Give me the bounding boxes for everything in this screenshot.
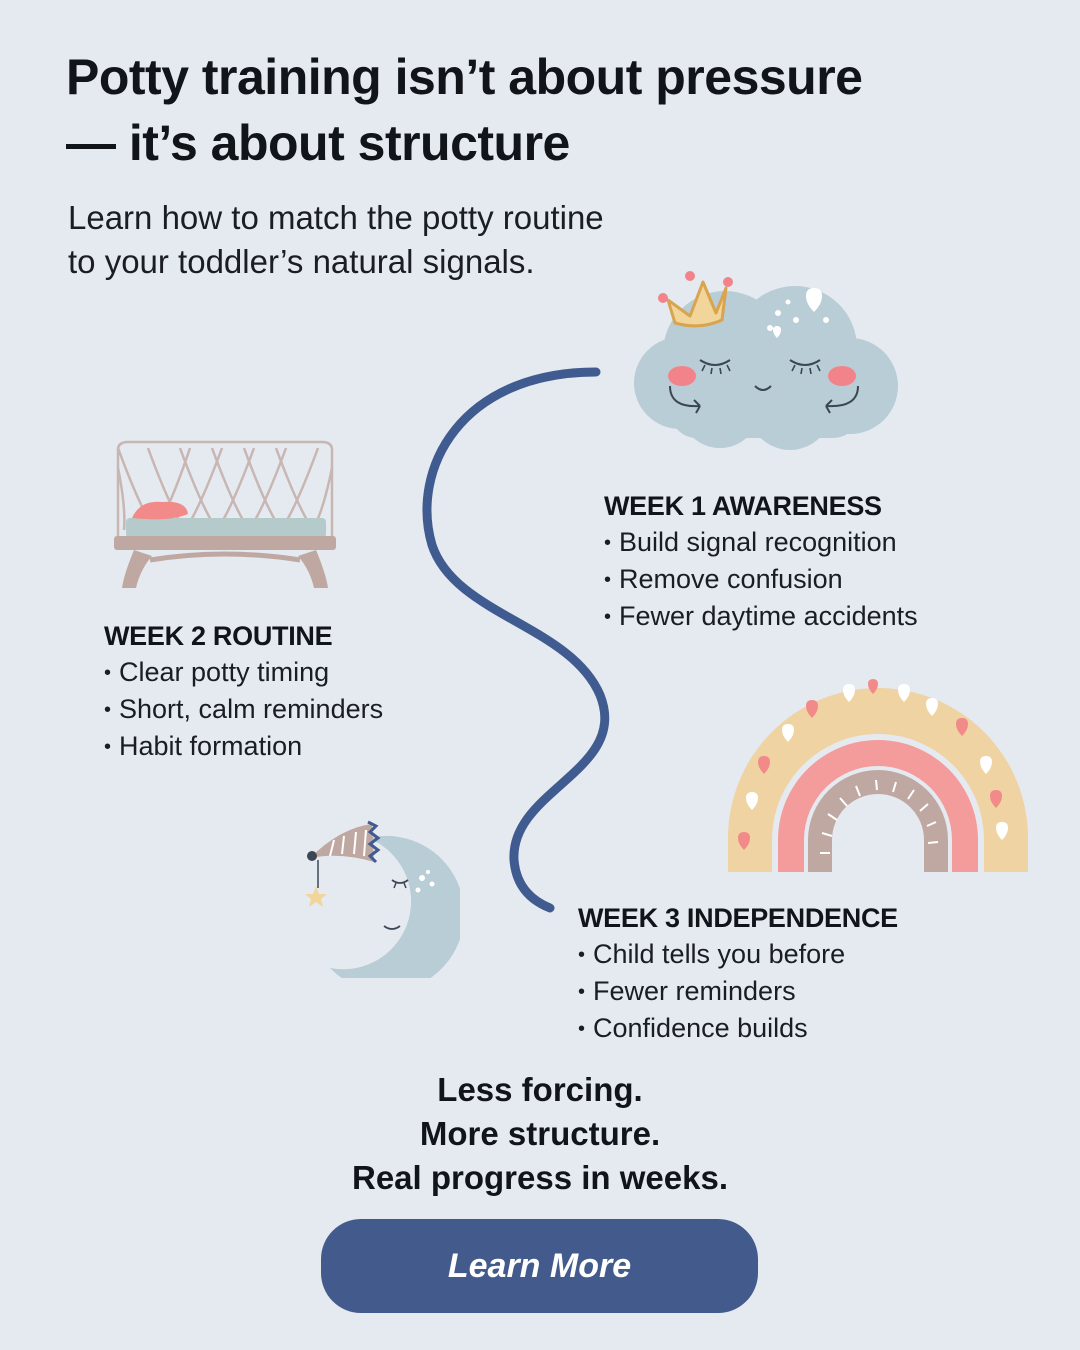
list-item: Build signal recognition (604, 524, 1024, 561)
list-item: Fewer daytime accidents (604, 598, 1024, 635)
week-1-list: Build signal recognition Remove confusio… (604, 524, 1024, 635)
tagline-line-2: More structure. (419, 1115, 661, 1152)
week-3-section: WEEK 3 INDEPENDENCE Child tells you befo… (578, 900, 998, 1047)
page-title-line-2: — it’s about structure (66, 115, 570, 171)
tagline-line-3: Real progress in weeks. (351, 1159, 728, 1196)
week-2-list: Clear potty timing Short, calm reminders… (104, 654, 524, 765)
week-3-title: WEEK 3 INDEPENDENCE (578, 903, 898, 933)
list-item: Confidence builds (578, 1010, 998, 1047)
list-item: Habit formation (104, 728, 524, 765)
subtitle-line-1: Learn how to match the potty routine (68, 199, 604, 236)
list-item: Fewer reminders (578, 973, 998, 1010)
rainbow-with-hearts-icon (728, 679, 1028, 872)
list-item: Remove confusion (604, 561, 1024, 598)
page-title: Potty training isn’t about pressure — it… (66, 44, 1026, 176)
list-item: Short, calm reminders (104, 691, 524, 728)
cloud-with-crown-icon (634, 271, 898, 450)
subtitle-line-2: to your toddler’s natural signals. (68, 243, 535, 280)
week-3-list: Child tells you before Fewer reminders C… (578, 936, 998, 1047)
week-1-title: WEEK 1 AWARENESS (604, 491, 882, 521)
crown-icon (658, 271, 733, 328)
list-item: Clear potty timing (104, 654, 524, 691)
learn-more-button[interactable]: Learn More (321, 1219, 758, 1313)
week-1-section: WEEK 1 AWARENESS Build signal recognitio… (604, 488, 1024, 635)
subtitle: Learn how to match the potty routine to … (68, 196, 768, 284)
page-title-line-1: Potty training isn’t about pressure (66, 49, 863, 105)
week-2-title: WEEK 2 ROUTINE (104, 621, 333, 651)
tagline: Less forcing. More structure. Real progr… (240, 1068, 840, 1200)
tagline-line-1: Less forcing. (437, 1071, 643, 1108)
baby-crib-icon (114, 440, 336, 588)
list-item: Child tells you before (578, 936, 998, 973)
week-2-section: WEEK 2 ROUTINE Clear potty timing Short,… (104, 618, 524, 765)
sleeping-moon-icon (305, 820, 460, 978)
